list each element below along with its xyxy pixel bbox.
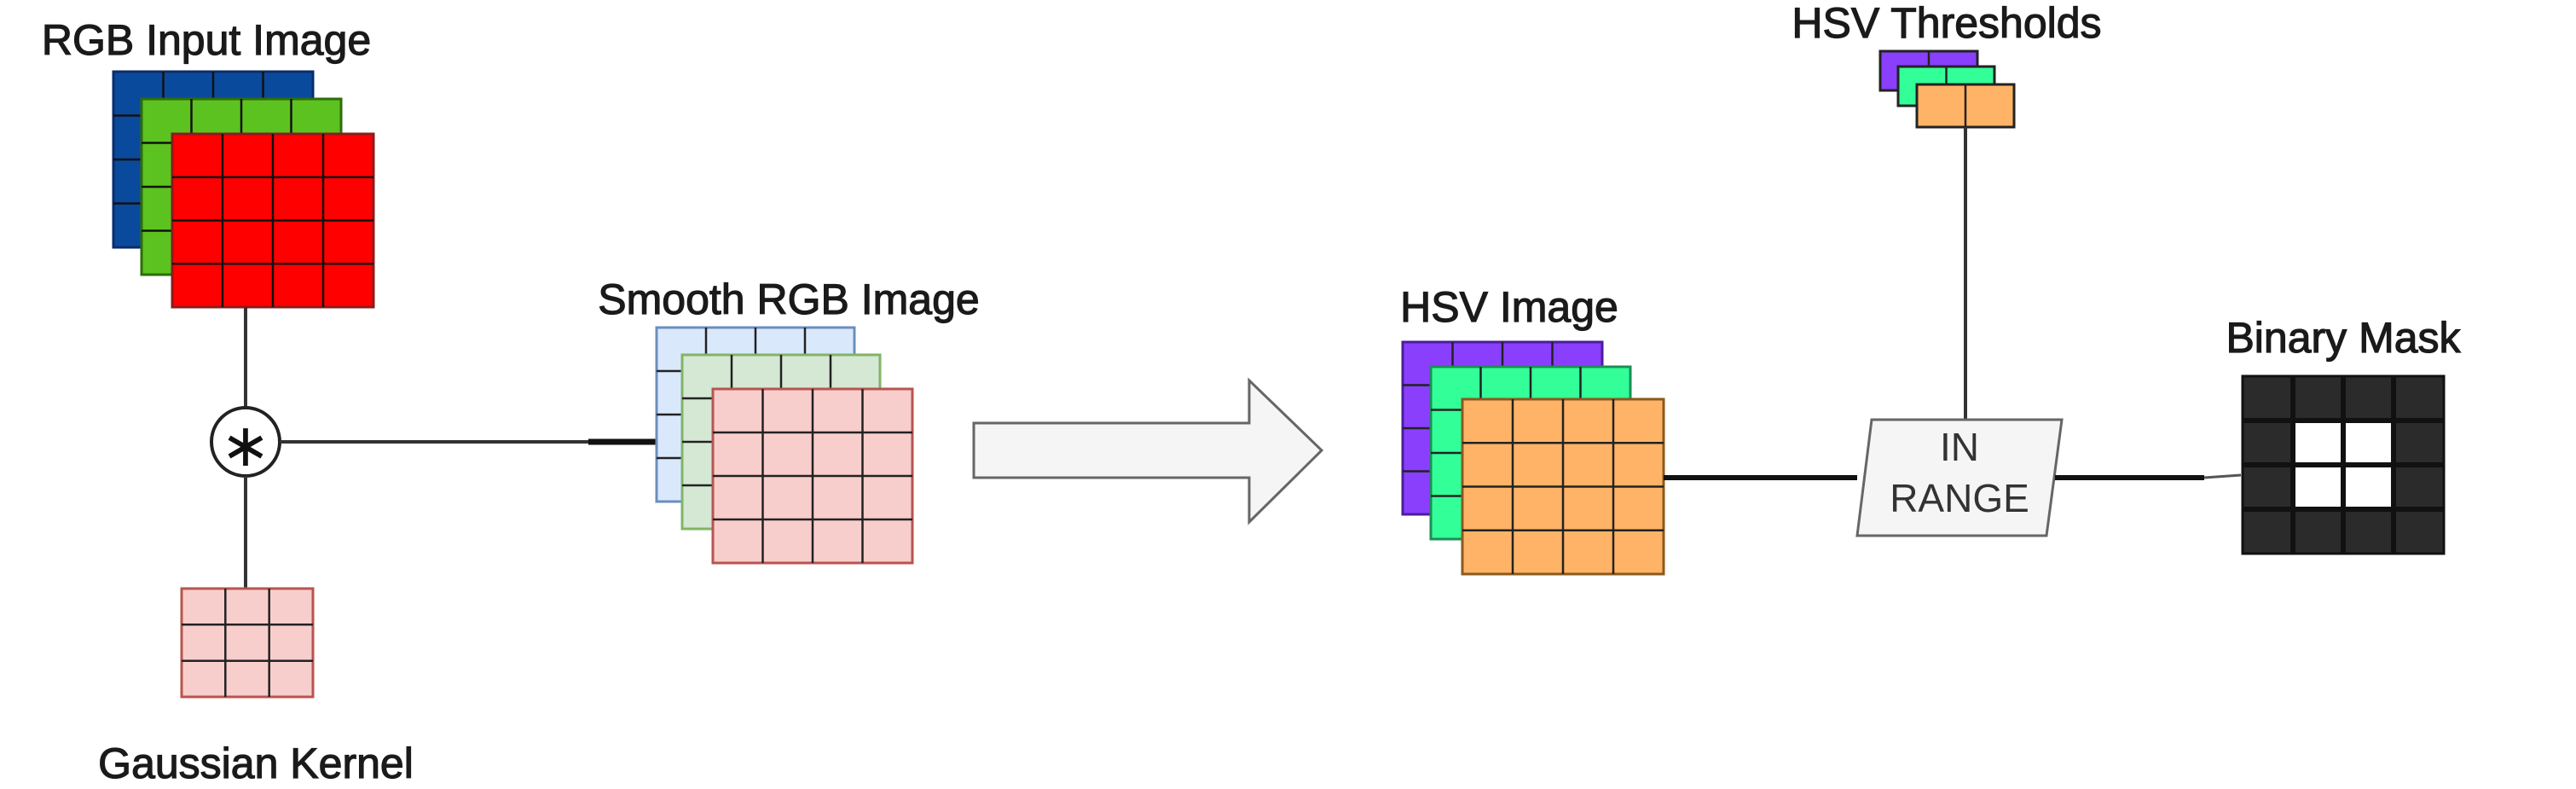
rgb-input-image xyxy=(112,70,375,309)
smooth-layer-pink xyxy=(711,387,914,565)
rgb-layer-red xyxy=(171,132,375,309)
in-range-operator: IN RANGE xyxy=(1855,418,2064,537)
convolution-symbol: ∗ xyxy=(221,410,271,480)
convolution-operator: ∗ xyxy=(210,406,281,480)
smooth-rgb-label: Smooth RGB Image xyxy=(598,276,979,323)
gaussian-kernel xyxy=(180,587,315,699)
hsv-layer-orange xyxy=(1461,397,1665,576)
conversion-arrow xyxy=(972,377,1324,525)
smooth-rgb-image xyxy=(655,326,914,565)
rgb-input-label: RGB Input Image xyxy=(42,16,371,64)
binary-mask xyxy=(2241,374,2446,555)
binary-mask-label: Binary Mask xyxy=(2226,314,2461,362)
connector-inrange-to-mask xyxy=(2055,473,2242,480)
hsv-thresholds-label: HSV Thresholds xyxy=(1792,0,2101,47)
hsv-image xyxy=(1401,340,1665,576)
hsv-thresholds xyxy=(1878,49,2016,129)
in-range-line1: IN xyxy=(1940,425,1979,469)
in-range-line2: RANGE xyxy=(1890,476,2029,520)
hsv-image-label: HSV Image xyxy=(1400,283,1618,331)
gaussian-kernel-label: Gaussian Kernel xyxy=(98,740,414,787)
threshold-orange xyxy=(1915,83,2016,129)
